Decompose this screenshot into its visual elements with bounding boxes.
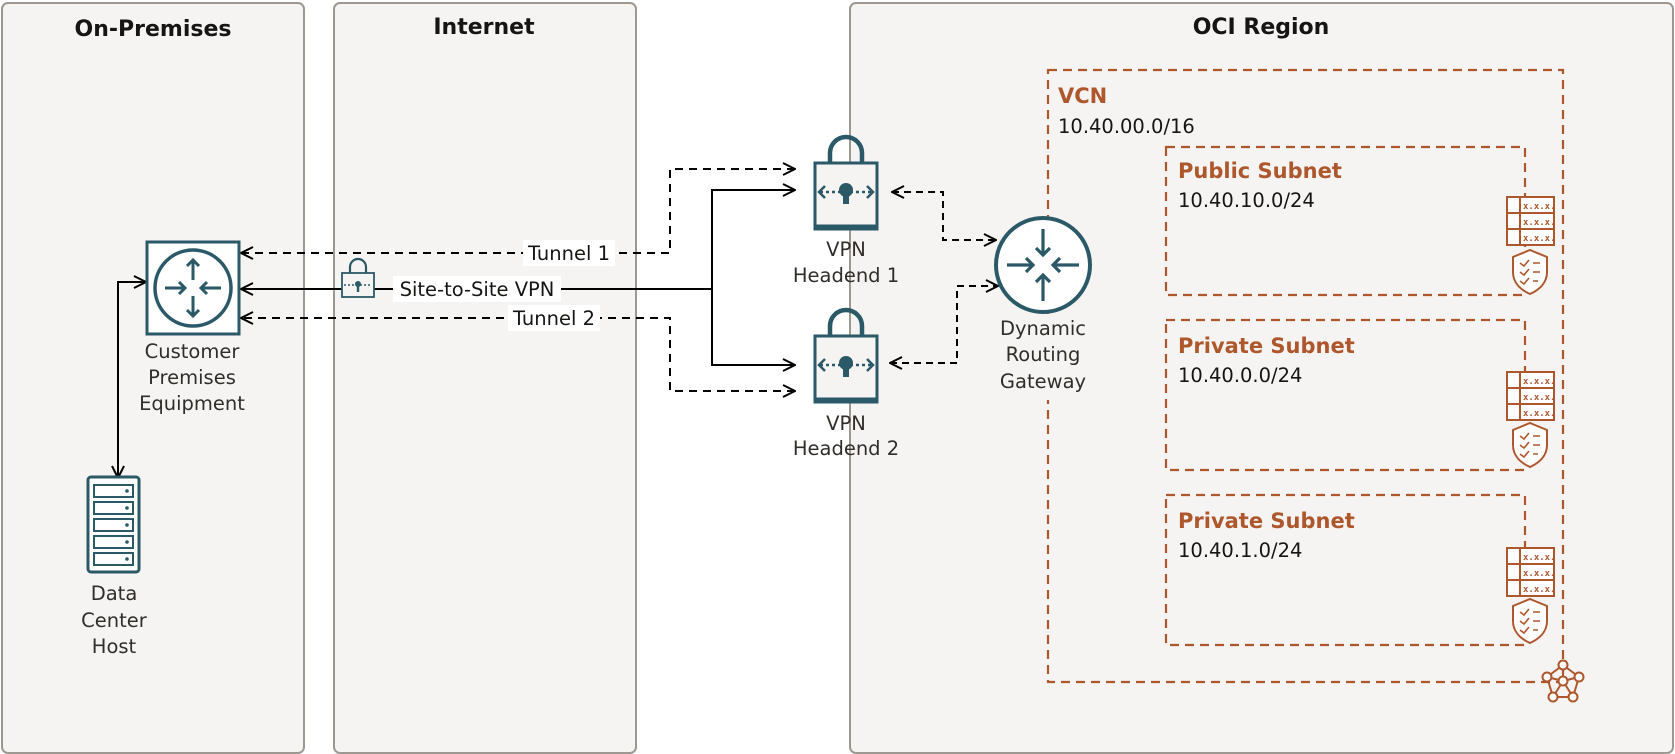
vpn-headend-2-node: VPN Headend 2 [793,307,899,460]
subnet-title: Private Subnet [1178,334,1355,358]
vpn-headend-1-node: VPN Headend 1 [793,134,899,287]
site-to-site-branch-2 [711,289,795,365]
vcn-cidr: 10.40.00.0/16 [1058,115,1195,138]
route-entry: x.x.x. [1523,585,1556,595]
subnet-private-1: Private Subnet 10.40.0.0/24 [1164,318,1527,472]
subnet-title: Public Subnet [1178,159,1342,183]
security-list-icon [1512,597,1548,645]
route-entry: x.x.x. [1523,393,1556,403]
cpe-label-line: Customer [145,340,241,363]
tunnel1-line [241,169,795,253]
zone-title-internet: Internet [433,15,535,40]
headend1-drg-line [892,192,996,240]
subnet-public: Public Subnet 10.40.10.0/24 [1164,145,1527,297]
tunnel2-label: Tunnel 2 [512,307,595,330]
zone-title-on-premises: On-Premises [75,17,232,42]
host-label-line: Data [91,582,138,605]
tunnel1-label: Tunnel 1 [527,242,610,265]
subnet-cidr: 10.40.1.0/24 [1178,539,1302,562]
vcn-title: VCN [1058,84,1107,108]
drg-node: Dynamic Routing Gateway [990,216,1094,400]
drg-router-icon [994,216,1092,314]
route-table-icon: x.x.x. x.x.x. x.x.x. [1506,547,1556,597]
headend2-label-line: Headend 2 [793,437,899,460]
vcn-network-icon [1541,659,1585,703]
cpe-node: Customer Premises Equipment [139,240,245,415]
headend2-label-line: VPN [826,412,866,435]
host-node: Data Center Host [81,475,148,658]
router-icon [145,240,241,336]
route-entry: x.x.x. [1523,409,1556,419]
security-list-icon [1512,248,1548,296]
lock-icon [813,307,879,404]
subnet-title: Private Subnet [1178,509,1355,533]
tunnel1-label-bg [523,240,615,266]
zone-oci-region: OCI Region [849,2,1674,754]
security-list-icon [1512,421,1548,469]
route-table-icon: x.x.x. x.x.x. x.x.x. [1506,371,1556,421]
host-label-line: Host [92,635,137,658]
route-entry: x.x.x. [1523,202,1556,212]
route-entry: x.x.x. [1523,377,1556,387]
subnet-cidr: 10.40.10.0/24 [1178,189,1315,212]
cpe-label-line: Premises [148,366,236,389]
cpe-host-line [118,282,146,478]
site-to-site-branch-1 [711,190,795,289]
tunnel2-label-bg [508,305,600,331]
drg-label-line: Gateway [1000,370,1086,393]
route-table-icon: x.x.x. x.x.x. x.x.x. [1506,196,1556,246]
route-entry: x.x.x. [1523,569,1556,579]
route-entry: x.x.x. [1523,218,1556,228]
host-label-line: Center [81,609,148,632]
drg-label-line: Routing [1006,343,1081,366]
server-icon [86,475,141,574]
site-to-site-label-bg [393,276,561,302]
lock-icon [813,134,879,231]
drg-label-line: Dynamic [1000,317,1086,340]
route-entry: x.x.x. [1523,553,1556,563]
zone-internet: Internet [333,2,637,754]
headend1-label-line: Headend 1 [793,264,899,287]
zone-title-oci-region: OCI Region [1193,15,1330,40]
subnet-cidr: 10.40.0.0/24 [1178,364,1302,387]
headend1-label-line: VPN [826,238,866,261]
site-to-site-label: Site-to-Site VPN [400,278,555,301]
tunnel2-line [241,318,795,391]
vcn-box: VCN 10.40.00.0/16 [1046,68,1565,684]
subnet-private-2: Private Subnet 10.40.1.0/24 [1164,493,1527,647]
vpn-lock-icon [341,257,375,298]
cpe-label-line: Equipment [139,392,245,415]
route-entry: x.x.x. [1523,234,1556,244]
